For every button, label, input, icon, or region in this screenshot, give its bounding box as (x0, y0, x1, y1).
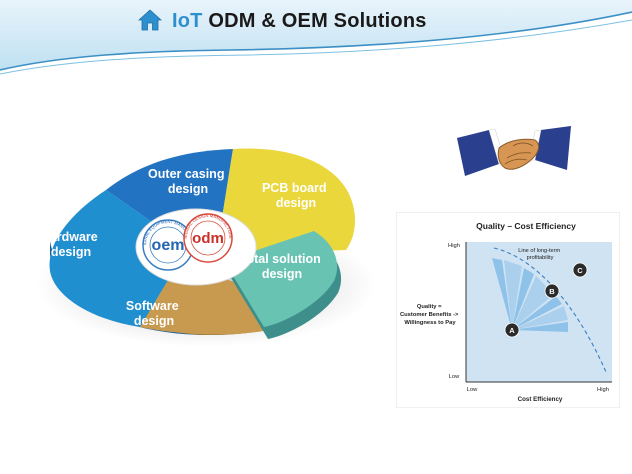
segment-software[interactable] (140, 247, 263, 335)
label-pcb-board: PCB board design (262, 181, 330, 210)
segment-pcb-board[interactable] (218, 148, 356, 253)
qc-point-b: B (544, 283, 560, 299)
svg-text:oem: oem (152, 237, 185, 254)
qc-x-label: Cost Efficiency (518, 396, 563, 403)
qc-title: Quality – Cost Efficiency (476, 221, 576, 231)
qc-y-label: Quality = Customer Benefits -> Willingne… (400, 304, 460, 326)
qc-curve-label: Line of long-term profitability (518, 248, 562, 261)
handshake-icon (457, 126, 571, 176)
svg-text:A: A (509, 326, 515, 335)
label-total-solution: Total solution design (240, 252, 325, 281)
page-title: IoT ODM & OEM Solutions (172, 10, 427, 33)
home-icon[interactable] (138, 9, 162, 31)
qc-point-a: A (504, 322, 520, 338)
qc-point-c: C (572, 262, 588, 278)
label-software: Software design (126, 299, 182, 328)
label-outer-casing: Outer casing design (148, 167, 228, 196)
svg-text:odm: odm (192, 230, 224, 247)
qc-y-high: High (448, 243, 460, 249)
title-accent: IoT (172, 10, 203, 32)
quality-cost-chart: Quality – Cost Efficiency Line of long-t… (396, 212, 620, 408)
svg-text:C: C (577, 266, 583, 275)
qc-y-low: Low (449, 374, 460, 380)
label-hardware: Hardware design (41, 230, 101, 259)
qc-x-low: Low (467, 387, 478, 393)
svg-text:B: B (549, 287, 555, 296)
title-rest: ODM & OEM Solutions (202, 10, 427, 32)
qc-x-high: High (597, 387, 609, 393)
design-wheel: oem ORIGINAL EQUIPMENT MANUFACTURER odm … (28, 135, 376, 347)
qc-fan (492, 258, 568, 332)
